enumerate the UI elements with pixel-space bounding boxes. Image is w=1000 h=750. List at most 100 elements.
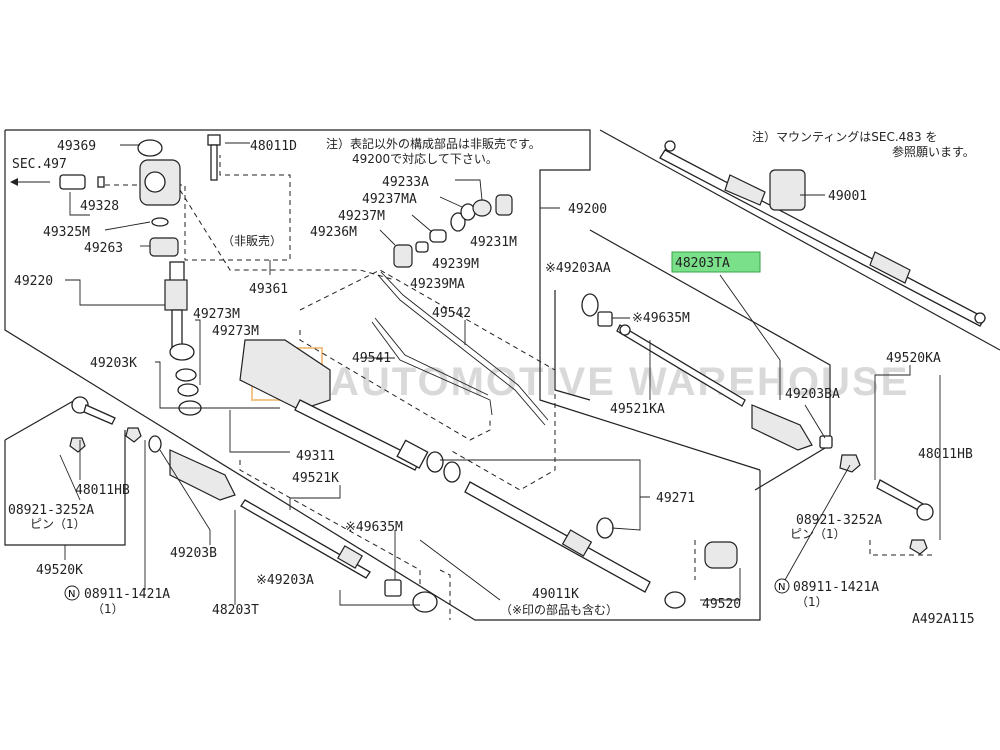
tube-dashed-box [299,269,556,491]
subassembly-frame [589,229,831,491]
note-top-right-2: 参照願います。 [892,144,975,159]
note-top-center-2: 49200で対応して下さい。 [352,152,498,166]
nut-08911-left [125,427,142,443]
seals-49271 [426,451,614,539]
label-49239MA: 49239MA [410,277,465,292]
leader-49233A [455,179,483,201]
washer-49239M [450,212,466,232]
bottom-left-frame [4,399,76,441]
label-49263: 49263 [84,241,123,256]
note-includes-marked: （※印の部品も含む） [500,602,618,617]
label-sec-497: SEC.497 [12,157,67,172]
clip-dashed-box [439,569,451,620]
clip-49203A [412,591,438,613]
leader-49328 [69,192,90,216]
boot-49520K [169,449,236,501]
tie-rod-end-left [69,396,116,453]
label-49203BA: 49203BA [785,387,840,402]
pressure-tube-49541 [371,317,493,416]
label-49521KA: 49521KA [610,402,665,417]
label-49635M-l: ※49635M [345,520,403,535]
clip-49369 [137,139,163,157]
label-49237MA: 49237MA [362,192,417,207]
label-figure-id: A492A115 [912,612,975,627]
note-top-right-1: 注）マウンティングはSEC.483 を [752,129,937,144]
note-qty-right: （1） [796,595,828,609]
gear-assembly-49001 [659,140,986,327]
boot-49521KA [751,404,813,451]
return-tube-49542 [377,271,549,426]
watermark-text: AUTOMOTIVE WAREHOUSE [330,360,909,404]
main-left-frame [4,130,761,621]
bolt-48011D [207,134,221,181]
n-marker-right [774,578,790,594]
label-not-sold: （非販売） [222,233,282,248]
label-49237M: 49237M [338,209,385,224]
lower-dashed-box [239,460,421,585]
label-08921-r: 08921-3252A [796,513,882,528]
housing-dashed-outline [105,155,291,261]
valve-spool-49236M [393,244,413,268]
leader-08911-r [784,464,851,581]
bushing-49263 [149,237,179,257]
label-49203AA: ※49203AA [545,261,611,276]
rack-housing-49311 [239,339,429,471]
label-48011D: 48011D [250,139,297,154]
clip-49203AA [581,293,599,317]
n-marker-right-text: N [778,582,785,593]
leader-49203BA [804,404,826,439]
leader-49325M [104,221,151,231]
dust-boot-49520 [664,541,738,609]
label-49325M: 49325M [43,225,90,240]
label-49541: 49541 [352,351,391,366]
sec497-arrowhead [10,178,18,186]
label-49520: 49520 [702,597,741,612]
leader-08921-l [59,454,81,501]
leader-49271 [440,459,650,498]
clamp-49203B [148,435,162,453]
label-49369: 49369 [57,139,96,154]
seal-49325M [151,217,169,227]
label-49001: 49001 [828,189,867,204]
spring-49237M [429,229,447,243]
leader-49237M [411,214,433,233]
inner-tie-rod-48203T [240,499,371,579]
label-49203A: ※49203A [256,573,314,588]
note-pin-left: ピン（1） [30,517,86,531]
nut-49233A [472,199,492,217]
leader-49273M [195,319,201,385]
label-49273M-b: 49273M [212,324,259,339]
label-49520KA: 49520KA [886,351,941,366]
leader-49203A [339,590,420,606]
label-49521K: 49521K [292,471,339,486]
center-dashed-box [299,330,491,441]
label-08921-l: 08921-3252A [8,503,94,518]
label-48203TA: 48203TA [675,256,730,271]
label-49203B: 49203B [170,546,217,561]
label-48011HB-l: 48011HB [75,483,130,498]
leader-49203K [155,361,280,409]
leader-49521K [289,485,341,510]
leader-49220 [65,279,165,306]
leader-49011K [419,539,501,601]
housing-dashed-outline-2 [179,189,396,281]
note-box-frame [320,129,761,471]
label-49271: 49271 [656,491,695,506]
label-49520K: 49520K [36,563,83,578]
label-49635M-r: ※49635M [632,311,690,326]
label-48011HB-r: 48011HB [918,447,973,462]
tie-rod-end-right [876,479,934,555]
nut-49520KA [839,454,861,473]
leader-48203TA [719,274,781,400]
right-group-dashed [869,540,935,556]
cap-49231M [495,194,513,216]
leader-49203B [159,449,211,545]
rack-shaft-49011K [464,481,651,593]
leader-49236M [379,229,396,246]
label-48203T: 48203T [212,603,259,618]
note-qty-left: （1） [92,602,124,616]
note-pin-right: ピン（1） [790,527,846,541]
valve-housing-part [59,159,181,206]
label-49011K: 49011K [532,587,579,602]
